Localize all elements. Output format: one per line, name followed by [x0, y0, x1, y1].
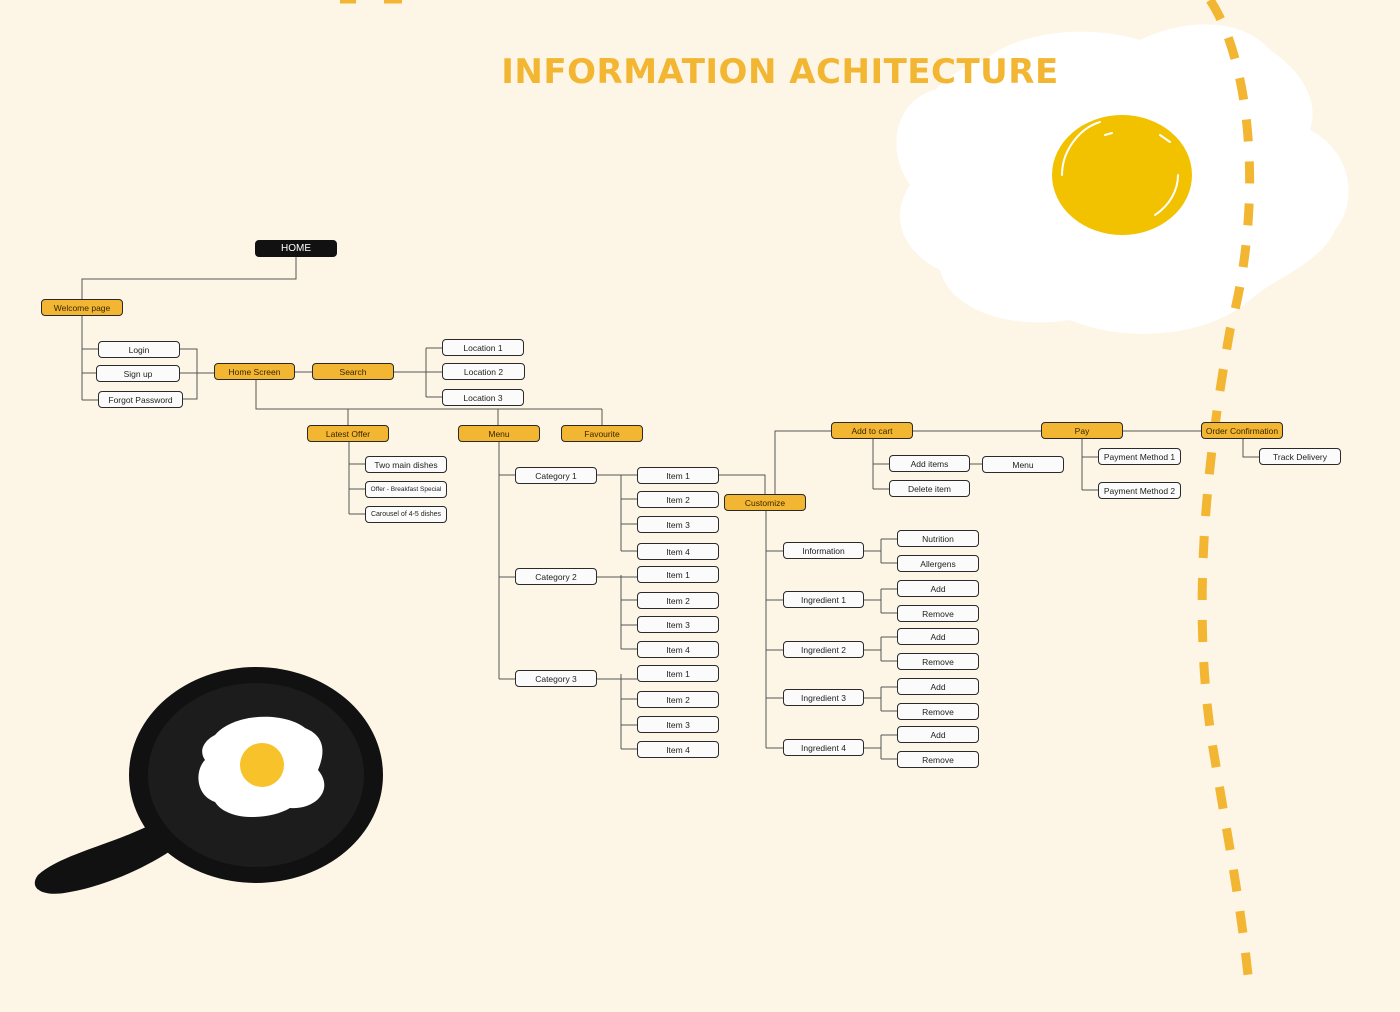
node-cat3-item-2[interactable]: Item 2 — [637, 691, 719, 708]
node-cat2-item-1[interactable]: Item 1 — [637, 566, 719, 583]
fried-egg-illustration — [896, 24, 1349, 334]
node-home-screen[interactable]: Home Screen — [214, 363, 295, 380]
node-information[interactable]: Information — [783, 542, 864, 559]
node-forgot-password[interactable]: Forgot Password — [98, 391, 183, 408]
node-ingredient-4[interactable]: Ingredient 4 — [783, 739, 864, 756]
node-carousel-dishes[interactable]: Carousel of 4-5 dishes — [365, 506, 447, 523]
node-location-2[interactable]: Location 2 — [442, 363, 525, 380]
node-ing1-remove[interactable]: Remove — [897, 605, 979, 622]
node-track-delivery[interactable]: Track Delivery — [1259, 448, 1341, 465]
node-pay[interactable]: Pay — [1041, 422, 1123, 439]
node-cat1-item-3[interactable]: Item 3 — [637, 516, 719, 533]
node-menu[interactable]: Menu — [458, 425, 540, 442]
node-cat3-item-3[interactable]: Item 3 — [637, 716, 719, 733]
node-payment-method-1[interactable]: Payment Method 1 — [1098, 448, 1181, 465]
node-cat2-item-4[interactable]: Item 4 — [637, 641, 719, 658]
node-ing4-add[interactable]: Add — [897, 726, 979, 743]
node-location-3[interactable]: Location 3 — [442, 389, 524, 406]
node-cat3-item-1[interactable]: Item 1 — [637, 665, 719, 682]
node-breakfast-special[interactable]: Offer - Breakfast Special — [365, 481, 447, 498]
connector-lines — [81, 257, 1259, 760]
node-ing2-remove[interactable]: Remove — [897, 653, 979, 670]
node-sign-up[interactable]: Sign up — [96, 365, 180, 382]
node-allergens[interactable]: Allergens — [897, 555, 979, 572]
node-category-2[interactable]: Category 2 — [515, 568, 597, 585]
node-latest-offer[interactable]: Latest Offer — [307, 425, 389, 442]
node-home[interactable]: HOME — [255, 240, 337, 257]
node-delete-item[interactable]: Delete item — [889, 480, 970, 497]
node-order-confirmation[interactable]: Order Confirmation — [1201, 422, 1283, 439]
node-nutrition[interactable]: Nutrition — [897, 530, 979, 547]
node-ingredient-2[interactable]: Ingredient 2 — [783, 641, 864, 658]
node-ing2-add[interactable]: Add — [897, 628, 979, 645]
node-cat1-item-4[interactable]: Item 4 — [637, 543, 719, 560]
node-add-to-cart[interactable]: Add to cart — [831, 422, 913, 439]
node-cat1-item-1[interactable]: Item 1 — [637, 467, 719, 484]
node-cat3-item-4[interactable]: Item 4 — [637, 741, 719, 758]
node-category-3[interactable]: Category 3 — [515, 670, 597, 687]
node-welcome-page[interactable]: Welcome page — [41, 299, 123, 316]
right-dash-decoration — [1197, 0, 1255, 976]
node-ing1-add[interactable]: Add — [897, 580, 979, 597]
node-add-items[interactable]: Add items — [889, 455, 970, 472]
node-search[interactable]: Search — [312, 363, 394, 380]
node-login[interactable]: Login — [98, 341, 180, 358]
node-category-1[interactable]: Category 1 — [515, 467, 597, 484]
node-cat2-item-2[interactable]: Item 2 — [637, 592, 719, 609]
node-location-1[interactable]: Location 1 — [442, 339, 524, 356]
page-title: INFORMATION ACHITECTURE — [501, 52, 1059, 92]
node-cat2-item-3[interactable]: Item 3 — [637, 616, 719, 633]
node-ingredient-1[interactable]: Ingredient 1 — [783, 591, 864, 608]
node-cat1-item-2[interactable]: Item 2 — [637, 491, 719, 508]
node-ing3-remove[interactable]: Remove — [897, 703, 979, 720]
node-two-main-dishes[interactable]: Two main dishes — [365, 456, 447, 473]
node-ing3-add[interactable]: Add — [897, 678, 979, 695]
node-favourite[interactable]: Favourite — [561, 425, 643, 442]
node-payment-method-2[interactable]: Payment Method 2 — [1098, 482, 1181, 499]
frying-pan-illustration — [34, 667, 383, 894]
node-ingredient-3[interactable]: Ingredient 3 — [783, 689, 864, 706]
node-cart-menu[interactable]: Menu — [982, 456, 1064, 473]
node-customize[interactable]: Customize — [724, 494, 806, 511]
node-ing4-remove[interactable]: Remove — [897, 751, 979, 768]
